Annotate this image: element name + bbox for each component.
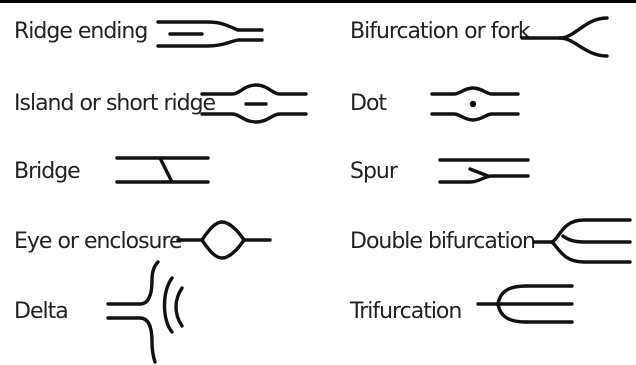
spur-icon [440,160,528,182]
label-island: Island or short ridge [14,91,216,116]
island-icon [202,85,306,122]
bridge-icon [117,158,208,182]
double-bifurcation-icon [534,220,630,262]
label-ridge-ending: Ridge ending [14,19,147,44]
trifurcation-icon [478,286,572,322]
bifurcation-icon [522,18,607,56]
label-bifurcation: Bifurcation or fork [350,19,531,44]
label-delta: Delta [14,299,68,324]
label-bridge: Bridge [14,159,80,184]
eye-icon [178,222,270,258]
label-trifurcation: Trifurcation [349,299,461,324]
label-spur: Spur [350,159,399,184]
label-eye: Eye or enclosure [14,229,182,254]
delta-icon [108,262,182,362]
dot-icon [432,88,518,120]
ridge-ending-icon [158,22,262,46]
label-dot: Dot [350,91,387,116]
label-double-bifurcation: Double bifurcation [350,229,535,254]
